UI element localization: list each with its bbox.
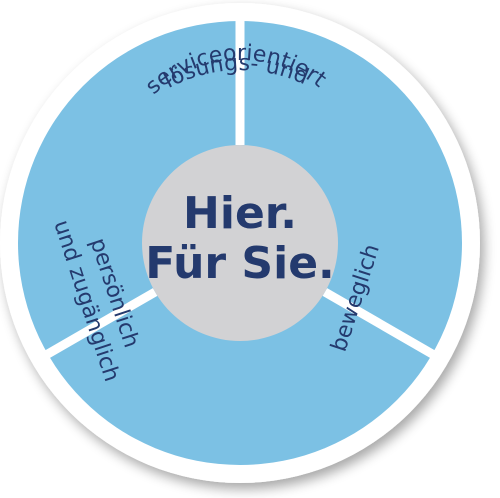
center-disc <box>142 145 338 341</box>
segment-divider-2 <box>322 288 436 359</box>
segment-divider-1 <box>44 288 158 359</box>
segment-dividers <box>44 20 436 359</box>
center-title-line2: Für Sie. <box>145 238 335 289</box>
center-title-line1: Hier. <box>183 188 297 239</box>
